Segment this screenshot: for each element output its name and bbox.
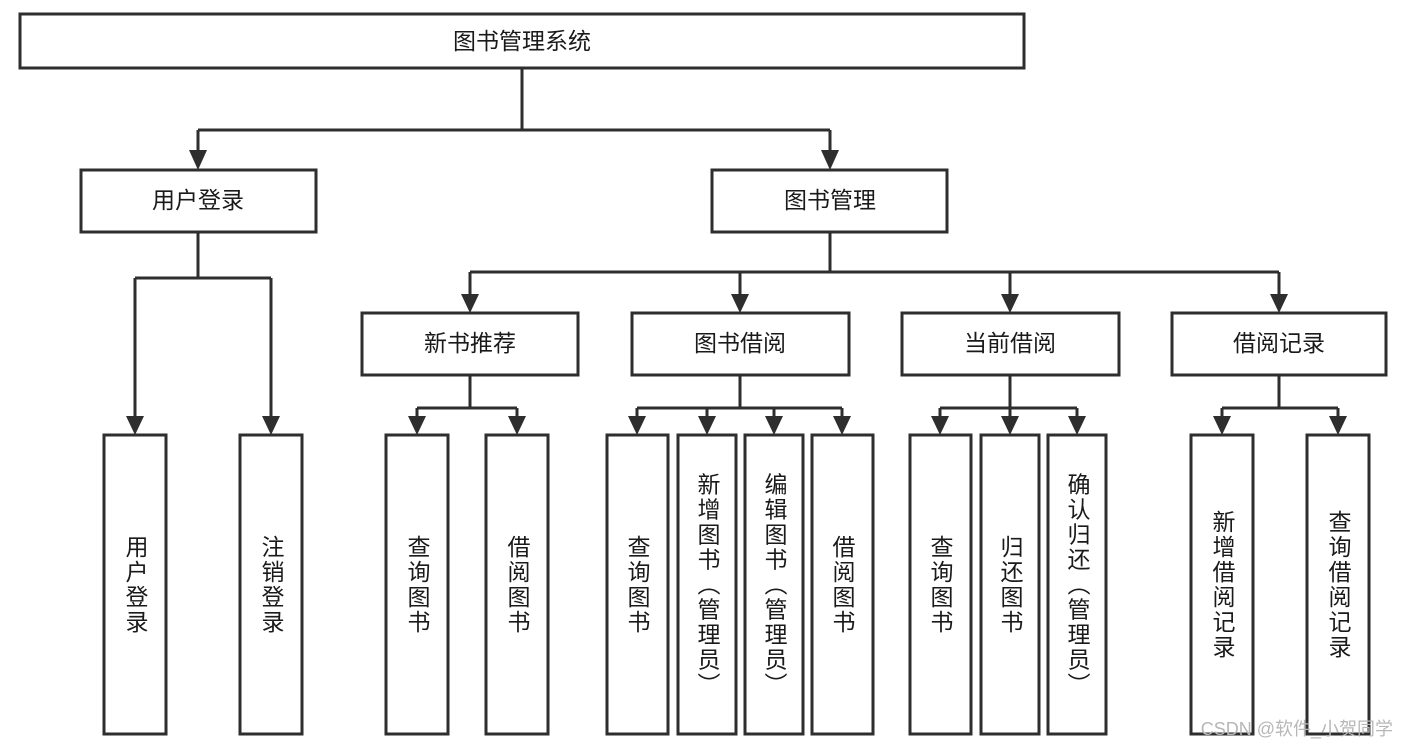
arrow-head-cb-confirm (1068, 416, 1086, 435)
arrow-head-book-borrow (731, 294, 749, 313)
leaf-cb-query-book[interactable]: 查询图书 (908, 433, 973, 736)
leaf-cb-query-book-box (908, 433, 973, 736)
connector-group-book-manage (461, 232, 1288, 313)
node-borrow-records[interactable]: 借阅记录 (1170, 311, 1388, 377)
node-current-borrow-label: 当前借阅 (964, 330, 1056, 356)
arrow-head-leaf-logout (262, 416, 280, 435)
leaf-cb-query-book-label: 查询图书 (927, 535, 954, 635)
arrow-head-bb-borrow (833, 416, 851, 435)
arrow-head-current-borrow (1001, 294, 1019, 313)
node-new-book-recommend-box (360, 311, 580, 377)
node-user-login-box (79, 168, 318, 234)
leaf-bb-borrow-book[interactable]: 借阅图书 (810, 433, 875, 736)
node-current-borrow-box (900, 311, 1121, 377)
arrow-head-book-manage (821, 150, 839, 170)
connector-group-borrow-records (1213, 375, 1347, 435)
leaf-br-add-record[interactable]: 新增借阅记录 (1189, 433, 1255, 736)
leaf-nb-borrow-book[interactable]: 借阅图书 (484, 433, 550, 736)
node-user-login[interactable]: 用户登录 (79, 168, 318, 234)
leaf-cb-return-book-box (979, 433, 1041, 736)
node-new-book-recommend[interactable]: 新书推荐 (360, 311, 580, 377)
leaf-bb-edit-book-label: 编辑图书（管理员） (761, 473, 788, 698)
node-book-management-box (710, 168, 949, 234)
leaf-user-login[interactable]: 用户登录 (102, 433, 168, 736)
node-new-book-recommend-label: 新书推荐 (424, 330, 516, 356)
leaf-nb-query-book-box (384, 433, 450, 736)
leaf-bb-edit-book[interactable]: 编辑图书（管理员） (743, 433, 805, 736)
leaf-bb-add-book[interactable]: 新增图书（管理员） (676, 433, 738, 736)
leaf-bb-borrow-book-box (810, 433, 875, 736)
node-book-management-label: 图书管理 (784, 187, 876, 213)
leaf-br-query-record[interactable]: 查询借阅记录 (1305, 433, 1371, 736)
leaf-nb-query-book[interactable]: 查询图书 (384, 433, 450, 736)
leaf-user-login-box (102, 433, 168, 736)
leaf-bb-add-book-label: 新增图书（管理员） (694, 473, 721, 698)
arrow-head-bb-query (628, 416, 646, 435)
leaf-bb-add-book-box (676, 433, 738, 736)
leaf-logout-label: 注销登录 (258, 535, 285, 635)
node-book-borrow-label: 图书借阅 (694, 330, 786, 356)
leaf-bb-query-book-box (605, 433, 670, 736)
node-book-borrow-box (630, 311, 851, 377)
connector-group-root (189, 68, 839, 170)
leaf-cb-confirm-return[interactable]: 确认归还（管理员） (1046, 433, 1108, 736)
leaf-br-query-record-box (1305, 433, 1371, 736)
node-root-system[interactable]: 图书管理系统 (18, 12, 1026, 70)
arrow-head-new-book (461, 294, 479, 313)
node-book-management[interactable]: 图书管理 (710, 168, 949, 234)
leaf-cb-return-book[interactable]: 归还图书 (979, 433, 1041, 736)
leaf-bb-edit-book-box (743, 433, 805, 736)
node-book-borrow[interactable]: 图书借阅 (630, 311, 851, 377)
arrow-head-br-query (1329, 416, 1347, 435)
leaf-br-add-record-label: 新增借阅记录 (1209, 510, 1236, 660)
arrow-head-nb-query (408, 416, 426, 435)
arrow-head-br-add (1213, 416, 1231, 435)
connector-group-new-book (408, 375, 526, 435)
leaf-nb-query-book-label: 查询图书 (404, 535, 431, 635)
arrow-head-user-login (189, 150, 207, 170)
connector-group-current-borrow (931, 375, 1086, 435)
node-current-borrow[interactable]: 当前借阅 (900, 311, 1121, 377)
leaf-user-login-label: 用户登录 (122, 535, 149, 635)
connector-group-book-borrow (628, 375, 851, 435)
leaf-bb-query-book-label: 查询图书 (624, 535, 651, 635)
arrow-head-cb-return (1001, 416, 1019, 435)
arrow-head-bb-add (698, 416, 716, 435)
arrow-head-borrow-records (1270, 294, 1288, 313)
arrow-head-nb-borrow (508, 416, 526, 435)
arrow-head-leaf-user-login (126, 416, 144, 435)
node-root-system-box (18, 12, 1026, 70)
leaf-bb-borrow-book-label: 借阅图书 (829, 535, 856, 635)
arrow-head-cb-query (931, 416, 949, 435)
leaf-br-add-record-box (1189, 433, 1255, 736)
leaf-cb-return-book-label: 归还图书 (997, 535, 1024, 635)
leaf-logout[interactable]: 注销登录 (238, 433, 304, 736)
connector-group-user-login (126, 232, 280, 435)
node-borrow-records-box (1170, 311, 1388, 377)
arrow-head-bb-edit (765, 416, 783, 435)
node-borrow-records-label: 借阅记录 (1233, 330, 1325, 356)
leaf-cb-confirm-return-box (1046, 433, 1108, 736)
node-root-system-label: 图书管理系统 (453, 28, 591, 54)
node-user-login-label: 用户登录 (152, 187, 244, 213)
leaf-bb-query-book[interactable]: 查询图书 (605, 433, 670, 736)
leaf-cb-confirm-return-label: 确认归还（管理员） (1064, 473, 1091, 698)
leaf-br-query-record-label: 查询借阅记录 (1325, 510, 1352, 660)
leaf-nb-borrow-book-box (484, 433, 550, 736)
leaf-nb-borrow-book-label: 借阅图书 (504, 535, 531, 635)
leaf-logout-box (238, 433, 304, 736)
